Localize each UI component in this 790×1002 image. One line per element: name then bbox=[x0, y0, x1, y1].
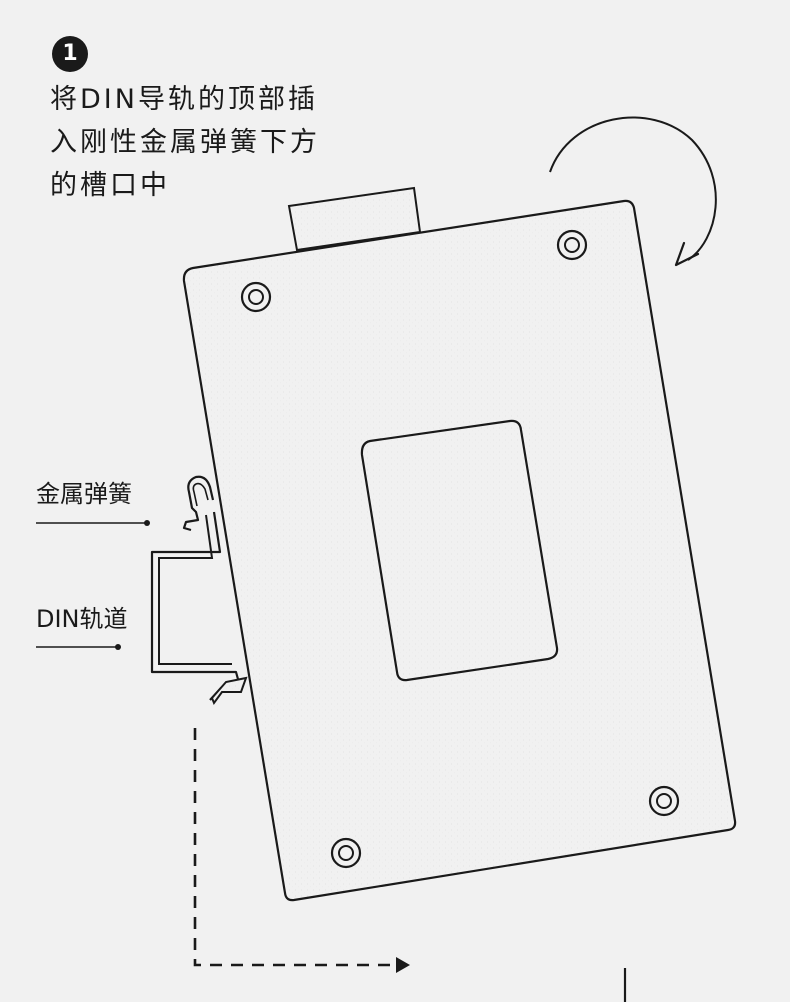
dashed-right-arrow-icon bbox=[193, 728, 410, 973]
metal-spring-label: 金属弹簧 bbox=[36, 480, 132, 508]
screw-bottom-left bbox=[330, 837, 362, 869]
din-rail-label: DIN轨道 bbox=[36, 605, 128, 633]
instruction-line-2: 入刚性金属弹簧下方 bbox=[50, 127, 320, 158]
screw-top-right bbox=[556, 229, 588, 261]
screw-bottom-right bbox=[648, 785, 680, 817]
din-rail-profile bbox=[150, 511, 248, 706]
step-number-badge: 1 bbox=[52, 36, 88, 72]
instruction-line-3: 的槽口中 bbox=[50, 170, 170, 201]
metal-spring-leader bbox=[36, 520, 150, 526]
screw-top-left bbox=[240, 281, 272, 313]
instruction-line-1: 将DIN导轨的顶部插 bbox=[50, 84, 318, 115]
device-front-window bbox=[360, 419, 559, 682]
din-rail-leader bbox=[36, 644, 121, 650]
metal-spring-clip bbox=[182, 475, 215, 532]
clockwise-arc-arrow-icon bbox=[549, 116, 717, 267]
